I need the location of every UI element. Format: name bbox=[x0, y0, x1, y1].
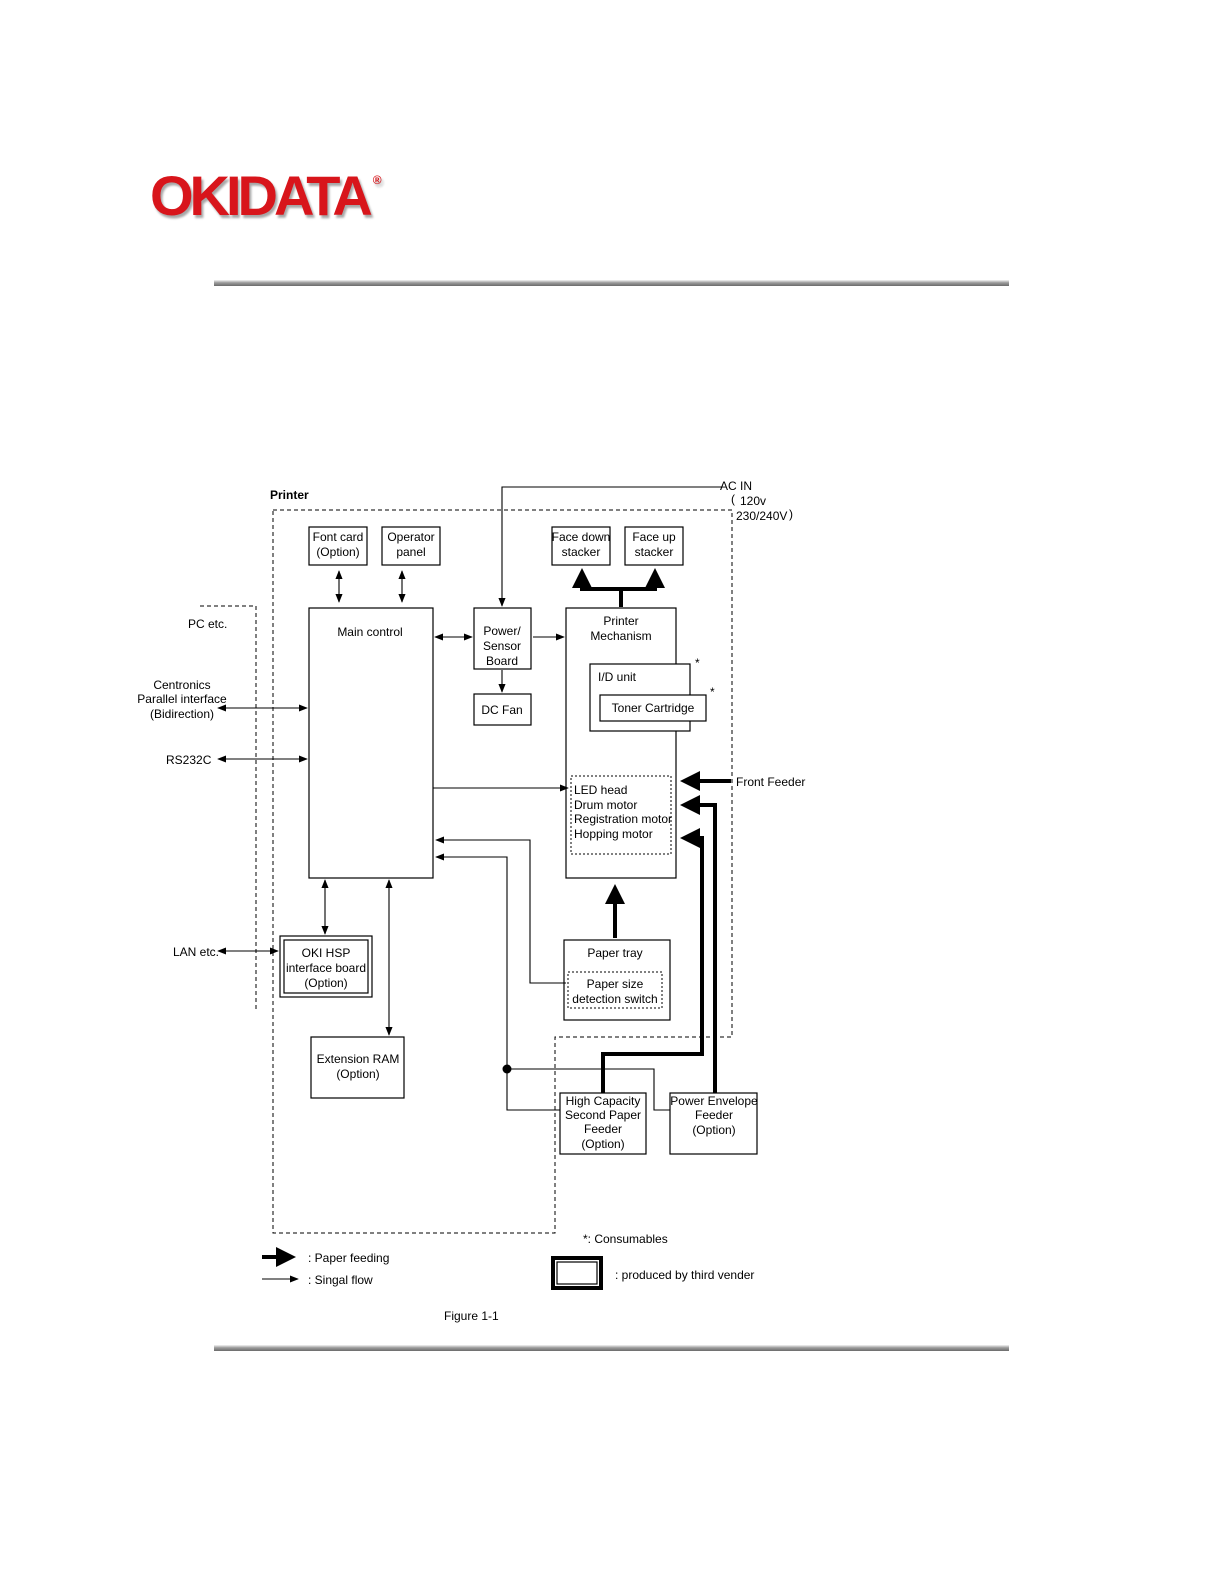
operator-panel-box bbox=[381, 526, 441, 566]
printer-mechanism-label-1: Printer bbox=[603, 614, 638, 628]
toner-cartridge-box bbox=[599, 694, 707, 722]
operator-panel-label-1: Operator bbox=[387, 530, 434, 544]
oki-hsp-label-1: OKI HSP bbox=[302, 946, 351, 960]
hc-feeder-label-1: High Capacity bbox=[566, 1094, 641, 1108]
printer-boundary bbox=[272, 509, 733, 1234]
face-up-stacker-box bbox=[624, 526, 684, 566]
centronics-label-1: Centronics bbox=[153, 678, 210, 692]
figure-caption: Figure 1-1 bbox=[444, 1309, 499, 1323]
font-card-label-2: (Option) bbox=[316, 545, 359, 559]
pc-label: PC etc. bbox=[188, 617, 227, 631]
oki-hsp-label-2: interface board bbox=[286, 961, 366, 975]
top-divider bbox=[214, 280, 1009, 286]
toner-cartridge-label: Toner Cartridge bbox=[612, 701, 695, 715]
face-up-label-1: Face up bbox=[632, 530, 676, 544]
centronics-label-2: Parallel interface bbox=[137, 692, 227, 706]
paper-size-label-1: Paper size bbox=[587, 977, 644, 991]
power-sensor-board-box bbox=[473, 607, 532, 670]
printer-mechanism-label-2: Mechanism bbox=[590, 629, 651, 643]
oki-hsp-box bbox=[279, 935, 373, 998]
main-control-box bbox=[308, 607, 434, 879]
power-sensor-label-1: Power/ bbox=[483, 624, 521, 638]
svg-text:): ) bbox=[789, 507, 793, 521]
font-card-box bbox=[308, 526, 368, 566]
ac-in-120v: 120v bbox=[740, 494, 766, 508]
dc-fan-box bbox=[473, 693, 532, 726]
signal-flow-legend: : Singal flow bbox=[308, 1273, 373, 1287]
third-vendor-legend-box bbox=[551, 1256, 603, 1290]
font-card-label-1: Font card bbox=[313, 530, 364, 544]
drum-motor-label: Drum motor bbox=[574, 798, 637, 812]
dc-fan-label: DC Fan bbox=[481, 703, 522, 717]
face-up-label-2: stacker bbox=[635, 545, 674, 559]
paper-size-label-2: detection switch bbox=[572, 992, 657, 1006]
paper-tray-label: Paper tray bbox=[587, 946, 642, 960]
hc-feeder-label-4: (Option) bbox=[581, 1137, 624, 1151]
face-down-label-2: stacker bbox=[562, 545, 601, 559]
paper-tray-box bbox=[563, 939, 671, 1021]
extension-ram-label-2: (Option) bbox=[336, 1067, 379, 1081]
printer-mechanism-box bbox=[565, 607, 677, 879]
svg-text:(: ( bbox=[731, 492, 735, 506]
power-envelope-feeder-box bbox=[669, 1092, 758, 1155]
envelope-feeder-label-3: (Option) bbox=[692, 1123, 735, 1137]
external-boundary bbox=[200, 605, 257, 1010]
registered-mark: ® bbox=[372, 173, 382, 187]
id-unit-asterisk: * bbox=[695, 656, 700, 670]
centronics-label-3: (Bidirection) bbox=[150, 707, 214, 721]
paper-size-switch-box bbox=[567, 971, 663, 1009]
envelope-feeder-label-2: Feeder bbox=[695, 1108, 733, 1122]
extension-ram-label-1: Extension RAM bbox=[317, 1052, 400, 1066]
ac-in-230v: 230/240V bbox=[736, 509, 787, 523]
main-control-label: Main control bbox=[337, 625, 402, 639]
paper-feeding-legend: : Paper feeding bbox=[308, 1251, 389, 1265]
registration-motor-label: Registration motor bbox=[574, 812, 672, 826]
printer-label: Printer bbox=[270, 488, 309, 502]
consumables-legend: *: Consumables bbox=[583, 1232, 668, 1246]
oki-hsp-label-3: (Option) bbox=[304, 976, 347, 990]
hc-feeder-label-3: Feeder bbox=[584, 1122, 622, 1136]
power-sensor-label-2: Sensor bbox=[483, 639, 521, 653]
bottom-divider bbox=[214, 1345, 1009, 1351]
hc-feeder-label-2: Second Paper bbox=[565, 1108, 641, 1122]
id-unit-label: I/D unit bbox=[598, 670, 637, 684]
okidata-logo: OKIDATA® bbox=[150, 168, 382, 224]
led-head-label: LED head bbox=[574, 783, 627, 797]
extension-ram-box bbox=[310, 1036, 405, 1099]
envelope-feeder-label-1: Power Envelope bbox=[670, 1094, 758, 1108]
lan-label: LAN etc. bbox=[173, 945, 219, 959]
toner-asterisk: * bbox=[710, 685, 715, 699]
hopping-motor-label: Hopping motor bbox=[574, 827, 653, 841]
power-sensor-label-3: Board bbox=[486, 654, 518, 668]
operator-panel-label-2: panel bbox=[396, 545, 425, 559]
face-down-stacker-box bbox=[551, 526, 611, 566]
logo-text: OKIDATA bbox=[150, 164, 373, 227]
led-group-box bbox=[570, 775, 672, 855]
face-down-label-1: Face down bbox=[552, 530, 611, 544]
front-feeder-label: Front Feeder bbox=[736, 775, 805, 789]
ac-in-label: AC IN bbox=[720, 479, 752, 493]
third-vendor-legend: : produced by third vender bbox=[615, 1268, 754, 1282]
rs232c-label: RS232C bbox=[166, 753, 212, 767]
